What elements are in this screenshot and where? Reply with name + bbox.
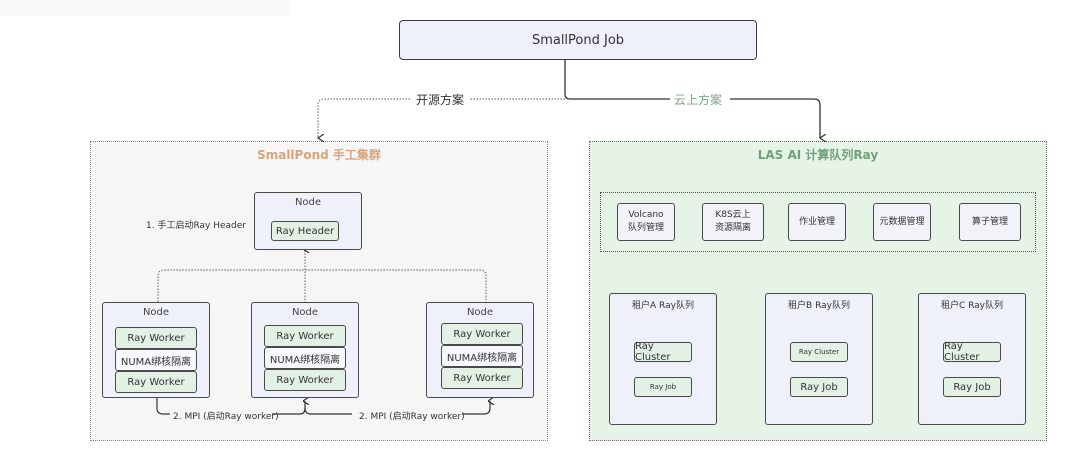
worker-node-1[interactable]: Node Ray Worker NUMA绑核隔离 Ray Worker xyxy=(102,302,210,398)
ray-header-label: Ray Header xyxy=(275,225,335,237)
step1-label: 1. 手工启动Ray Header xyxy=(146,221,246,231)
feature-operator-mgmt[interactable]: 算子管理 xyxy=(959,203,1021,241)
edge-cloud xyxy=(730,98,820,138)
feature-label: 元数据管理 xyxy=(879,216,925,227)
ray-worker-label: Ray Worker xyxy=(276,374,334,386)
head-node-title: Node xyxy=(294,197,322,208)
ray-worker-chip[interactable]: Ray Worker xyxy=(441,367,523,389)
ray-worker-chip[interactable]: Ray Worker xyxy=(264,369,346,391)
edge-open-source-left xyxy=(318,98,410,138)
worker-node-3[interactable]: Node Ray Worker NUMA绑核隔离 Ray Worker xyxy=(426,302,534,398)
numa-chip[interactable]: NUMA绑核隔离 xyxy=(115,349,197,371)
ray-cluster-chip[interactable]: Ray Cluster xyxy=(943,341,1001,363)
edge-mpi-2b xyxy=(462,401,490,415)
ray-cluster-label: Ray Cluster xyxy=(798,348,840,356)
tenant-title: 租户B Ray队列 xyxy=(788,301,850,311)
smallpond-job-node[interactable]: SmallPond Job xyxy=(399,20,757,60)
ray-worker-label: Ray Worker xyxy=(127,376,185,388)
numa-label: NUMA绑核隔离 xyxy=(269,354,341,366)
platform-features-group xyxy=(600,192,1036,252)
tenant-c-queue[interactable]: 租户C Ray队列 Ray Cluster Ray Job xyxy=(918,293,1026,425)
numa-chip[interactable]: NUMA绑核隔离 xyxy=(441,345,523,367)
ray-cluster-chip[interactable]: Ray Cluster xyxy=(634,341,692,363)
ray-worker-chip[interactable]: Ray Worker xyxy=(115,371,197,393)
feature-label: Volcano 队列管理 xyxy=(627,210,664,233)
ray-worker-chip[interactable]: Ray Worker xyxy=(441,323,523,345)
open-source-label: 开源方案 xyxy=(412,93,469,107)
feature-job-mgmt[interactable]: 作业管理 xyxy=(788,203,846,241)
numa-label: NUMA绑核隔离 xyxy=(446,352,518,364)
edge-root-trunk xyxy=(564,60,670,100)
ray-cluster-chip[interactable]: Ray Cluster xyxy=(790,342,848,362)
worker-node-2[interactable]: Node Ray Worker NUMA绑核隔离 Ray Worker xyxy=(251,302,359,398)
top-strip xyxy=(0,0,290,16)
tenant-title: 租户A Ray队列 xyxy=(632,301,694,311)
worker-node-title: Node xyxy=(291,307,319,318)
ray-worker-label: Ray Worker xyxy=(276,330,334,342)
ray-job-chip[interactable]: Ray Job xyxy=(634,377,692,397)
ray-cluster-label: Ray Cluster xyxy=(635,341,671,363)
ray-job-label: Ray Job xyxy=(953,381,991,393)
edge-workers-to-header xyxy=(157,269,487,302)
tenant-title: 租户C Ray队列 xyxy=(940,301,1004,311)
ray-job-label: Ray Job xyxy=(649,383,677,391)
feature-label: 算子管理 xyxy=(971,216,1008,227)
mpi-label-2: 2. MPI (启动Ray worker) xyxy=(359,412,465,422)
feature-k8s[interactable]: K8S云上 资源隔离 xyxy=(702,203,764,241)
feature-volcano[interactable]: Volcano 队列管理 xyxy=(617,203,675,241)
ray-worker-label: Ray Worker xyxy=(453,328,511,340)
feature-label: K8S云上 资源隔离 xyxy=(714,210,751,233)
smallpond-job-label: SmallPond Job xyxy=(531,32,625,48)
head-node[interactable]: Node Ray Header xyxy=(254,192,362,250)
ray-cluster-label: Ray Cluster xyxy=(944,341,980,363)
manual-cluster-title: SmallPond 手工集群 xyxy=(257,148,381,162)
numa-label: NUMA绑核隔离 xyxy=(120,356,192,368)
ray-job-chip[interactable]: Ray Job xyxy=(790,377,848,397)
edge-mpi-1 xyxy=(156,398,170,415)
mpi-label-1: 2. MPI (启动Ray worker) xyxy=(173,412,279,422)
tenant-b-queue[interactable]: 租户B Ray队列 Ray Cluster Ray Job xyxy=(765,293,873,425)
tenant-a-queue[interactable]: 租户A Ray队列 Ray Cluster Ray Job xyxy=(609,293,717,425)
las-ai-title: LAS AI 计算队列Ray xyxy=(757,148,879,162)
numa-chip[interactable]: NUMA绑核隔离 xyxy=(264,347,346,369)
cloud-label: 云上方案 xyxy=(670,93,727,107)
worker-node-title: Node xyxy=(142,307,170,318)
ray-worker-chip[interactable]: Ray Worker xyxy=(115,327,197,349)
worker-node-title: Node xyxy=(466,307,494,318)
ray-worker-label: Ray Worker xyxy=(127,332,185,344)
feature-metadata-mgmt[interactable]: 元数据管理 xyxy=(873,203,931,241)
feature-label: 作业管理 xyxy=(798,216,835,227)
ray-job-chip[interactable]: Ray Job xyxy=(943,377,1001,397)
ray-job-label: Ray Job xyxy=(800,381,838,393)
ray-worker-label: Ray Worker xyxy=(453,372,511,384)
ray-worker-chip[interactable]: Ray Worker xyxy=(264,325,346,347)
ray-header-chip[interactable]: Ray Header xyxy=(271,221,339,241)
edge-mpi-2 xyxy=(304,407,352,415)
